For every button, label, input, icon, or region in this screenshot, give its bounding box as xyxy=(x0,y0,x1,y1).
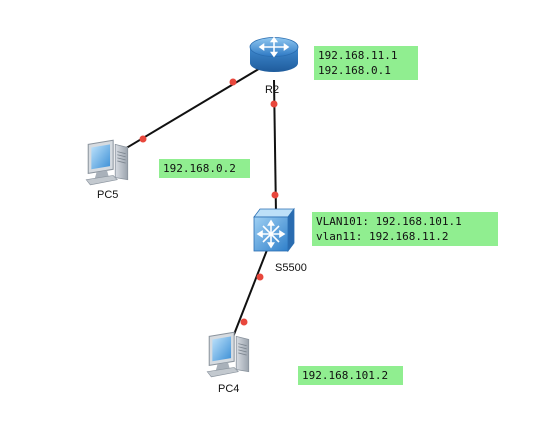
ip-label-r2: 192.168.11.1 192.168.0.1 xyxy=(314,46,418,80)
ip-address: 192.168.0.1 xyxy=(318,64,391,77)
link-r2-pc5[interactable] xyxy=(122,66,263,151)
device-label-r2: R2 xyxy=(265,84,280,96)
ip-address: 192.168.101.2 xyxy=(302,369,389,382)
port-dot[interactable] xyxy=(256,273,264,281)
ip-address: 192.168.0.2 xyxy=(163,162,236,175)
ip-address: vlan11: 192.168.11.2 xyxy=(316,230,449,243)
ports xyxy=(139,78,279,326)
ip-address: 192.168.11.1 xyxy=(318,49,398,62)
ip-label-pc5: 192.168.0.2 xyxy=(159,159,250,178)
link-s5500-pc4[interactable] xyxy=(232,249,268,338)
port-dot[interactable] xyxy=(240,318,248,326)
pc-icon[interactable] xyxy=(206,331,250,378)
ip-address: VLAN101: 192.168.101.1 xyxy=(316,215,462,228)
ip-label-s5500: VLAN101: 192.168.101.1 vlan11: 192.168.1… xyxy=(312,212,498,246)
pc-icon[interactable] xyxy=(85,139,129,186)
device-label-s5500: S5500 xyxy=(275,262,307,274)
device-label-pc5: PC5 xyxy=(97,189,119,201)
ip-label-pc4: 192.168.101.2 xyxy=(298,366,403,385)
port-dot[interactable] xyxy=(270,100,278,108)
router-icon[interactable] xyxy=(249,36,299,73)
port-dot[interactable] xyxy=(229,78,237,86)
port-dot[interactable] xyxy=(271,191,279,199)
device-label-pc4: PC4 xyxy=(218,383,240,395)
switch-icon[interactable] xyxy=(253,207,295,253)
port-dot[interactable] xyxy=(139,135,147,143)
links xyxy=(122,66,277,338)
